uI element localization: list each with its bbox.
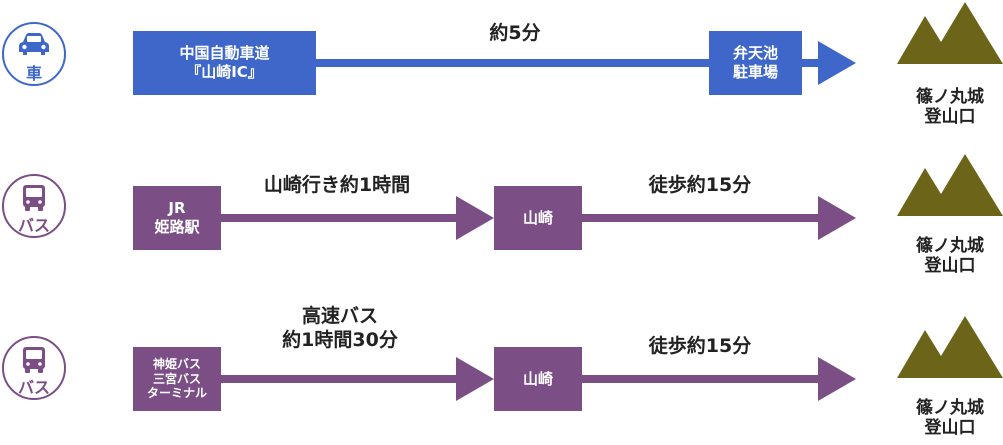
travel-time: 徒歩約15分	[648, 335, 752, 357]
destination-line: 登山口	[924, 256, 976, 277]
mode-label: 車	[25, 64, 42, 83]
arrow-line	[316, 59, 709, 67]
start-line: JR	[168, 199, 186, 218]
destination: 篠ノ丸城 登山口	[894, 236, 1003, 277]
destination: 篠ノ丸城 登山口	[894, 87, 1003, 128]
mode-label: バス	[17, 216, 50, 235]
stop-box: 弁天池 駐車場	[709, 31, 802, 95]
mountain-icon	[897, 2, 1003, 64]
travel-time: 山崎行き約1時間	[263, 174, 411, 196]
destination-line: 篠ノ丸城	[916, 236, 984, 256]
arrow-line	[582, 214, 822, 222]
start-line: 『山崎IC』	[186, 63, 263, 81]
start-line: 姫路駅	[154, 218, 200, 236]
start-line: 三宮バス	[152, 371, 201, 386]
stop-line: 弁天池	[732, 44, 778, 63]
arrowhead	[456, 357, 494, 401]
destination-line: 登山口	[924, 107, 976, 128]
destination-line: 篠ノ丸城	[916, 87, 984, 107]
arrowhead	[818, 357, 856, 401]
travel-time: 徒歩約15分	[648, 174, 752, 196]
stop-line: 山崎	[522, 208, 553, 227]
stop-box: 山崎	[494, 186, 582, 250]
start-line: 神姫バス	[152, 357, 201, 372]
destination-line: 篠ノ丸城	[916, 398, 984, 418]
bus-icon	[23, 185, 45, 211]
travel-time-line: 高速バス	[301, 305, 378, 327]
stop-line: 駐車場	[732, 63, 778, 81]
arrow-line	[221, 375, 461, 383]
bus-icon	[23, 347, 45, 373]
start-box: JR 姫路駅	[133, 186, 221, 250]
destination-line: 登山口	[924, 418, 976, 439]
mountain-icon	[897, 316, 1003, 378]
start-line: ターミナル	[146, 386, 207, 401]
start-box: 神姫バス 三宮バス ターミナル	[133, 347, 221, 411]
mode-car: 車	[2, 22, 66, 86]
mountain-icon	[897, 154, 1003, 216]
stop-box: 山崎	[494, 347, 582, 411]
start-line: 中国自動車道	[179, 44, 270, 63]
car-icon	[19, 33, 49, 55]
arrow-line	[582, 375, 822, 383]
arrowhead	[818, 196, 856, 240]
start-box: 中国自動車道 『山崎IC』	[133, 31, 316, 95]
destination: 篠ノ丸城 登山口	[894, 398, 1003, 439]
arrow-line	[221, 214, 461, 222]
travel-time-line: 約1時間30分	[282, 328, 398, 351]
stop-line: 山崎	[522, 369, 553, 388]
travel-time: 高速バス 約1時間30分	[260, 305, 420, 353]
travel-time: 約5分	[489, 22, 541, 44]
mode-bus: バス	[2, 174, 66, 238]
mode-bus: バス	[2, 336, 66, 400]
arrow-line	[802, 59, 820, 67]
mode-label: バス	[17, 378, 50, 397]
arrowhead	[818, 41, 856, 85]
arrowhead	[456, 196, 494, 240]
